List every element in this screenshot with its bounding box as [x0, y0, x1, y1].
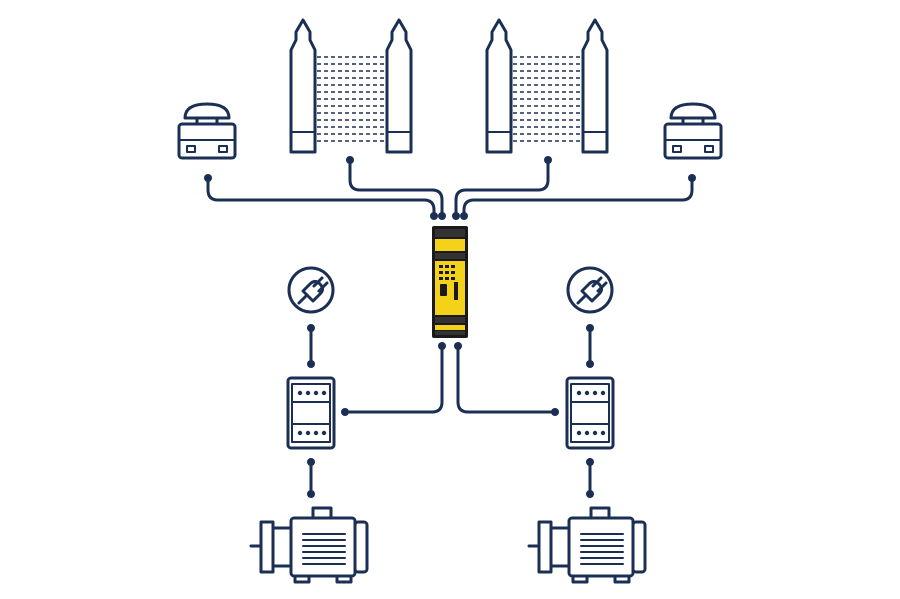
wire-right-curtain [454, 158, 550, 218]
dot-left-contactor-top [307, 360, 315, 368]
wire-relay-right-contactor [456, 344, 557, 414]
left-emergency-stop-icon [177, 102, 237, 160]
dot-right-power [586, 324, 594, 332]
dot-right-estop [688, 174, 696, 182]
dot-right-motor [586, 490, 594, 498]
dot-relay-in-1 [430, 212, 438, 220]
connection-points [204, 156, 696, 498]
dot-right-contactor-bottom [586, 458, 594, 466]
right-motor-icon [527, 506, 647, 584]
wire-left-curtain [348, 158, 444, 218]
right-power-plug-icon [566, 266, 614, 314]
dot-relay-out-2 [454, 342, 462, 350]
dot-right-contactor-side [551, 408, 559, 416]
left-light-curtain-icon [289, 18, 413, 154]
left-motor-icon [249, 506, 369, 584]
wire-left-estop [206, 176, 436, 218]
safety-relay-icon [432, 226, 468, 338]
right-emergency-stop-icon [663, 102, 723, 160]
dot-left-curtain [346, 156, 354, 164]
dot-relay-in-4 [460, 212, 468, 220]
dot-left-contactor-side [341, 408, 349, 416]
right-light-curtain-icon [485, 18, 609, 154]
wire-right-estop [462, 176, 694, 218]
dot-left-motor [307, 490, 315, 498]
right-contactor-icon [565, 376, 615, 450]
wire-relay-left-contactor [343, 344, 444, 414]
left-power-plug-icon [287, 266, 335, 314]
dot-right-contactor-top [586, 360, 594, 368]
wiring [206, 158, 694, 496]
dot-left-power [307, 324, 315, 332]
left-contactor-icon [286, 376, 336, 450]
dot-relay-in-3 [452, 212, 460, 220]
dot-relay-in-2 [438, 212, 446, 220]
dot-left-contactor-bottom [307, 458, 315, 466]
dot-relay-out-1 [438, 342, 446, 350]
dot-left-estop [204, 174, 212, 182]
dot-right-curtain [544, 156, 552, 164]
